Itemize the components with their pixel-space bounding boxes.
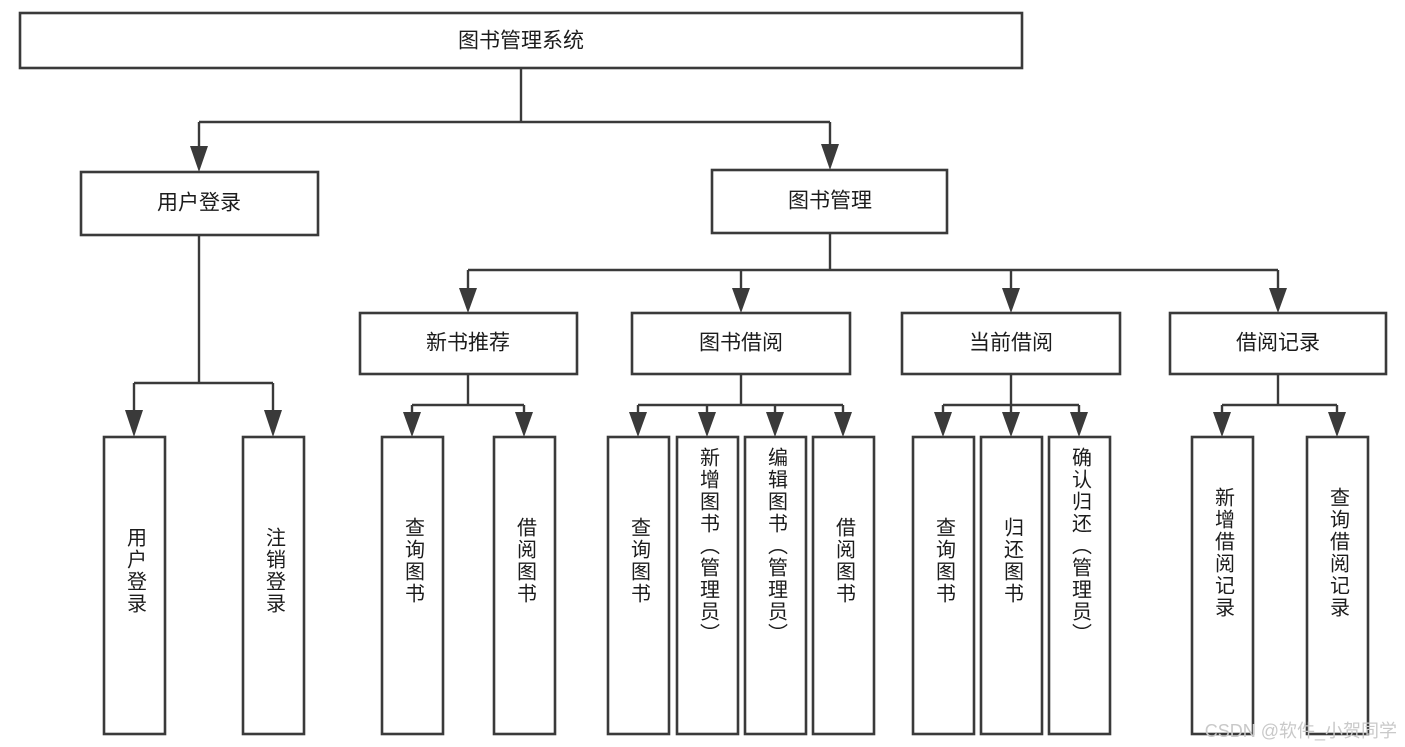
node-leaf-edit-book-label: 编辑图书（管理员）	[764, 447, 787, 645]
node-leaf-query-record-label: 查询借阅记录	[1326, 487, 1349, 619]
node-leaf-add-record-label: 新增借阅记录	[1211, 487, 1234, 619]
arrow-icon-current-borrow	[1002, 288, 1020, 313]
arrow-icon-leaf-user-login	[125, 410, 143, 437]
node-leaf-query-book-2-box[interactable]	[606, 435, 671, 736]
arrow-icon-leaf-query-book-3	[934, 412, 952, 437]
arrow-icon-new-book-rec	[459, 288, 477, 313]
connector-layer	[125, 68, 1346, 437]
node-current-borrow-box[interactable]	[900, 311, 1122, 376]
node-leaf-confirm-return-box[interactable]	[1047, 435, 1112, 736]
arrow-icon-leaf-query-record	[1328, 412, 1346, 437]
arrow-icon-leaf-query-book-1	[403, 412, 421, 437]
node-leaf-borrow-book-2-box[interactable]	[811, 435, 876, 736]
node-root-box[interactable]	[18, 11, 1024, 70]
node-leaf-edit-book-box[interactable]	[743, 435, 808, 736]
node-borrow-record-box[interactable]	[1168, 311, 1388, 376]
node-leaf-query-record-box[interactable]	[1305, 435, 1370, 736]
arrow-icon-leaf-borrow-book-2	[834, 412, 852, 437]
node-leaf-logout-box[interactable]	[241, 435, 306, 736]
node-user-login-label: 用户登录	[157, 192, 241, 215]
node-leaf-confirm-return-label: 确认归还（管理员）	[1068, 447, 1091, 645]
node-leaf-return-book-label: 归还图书	[1000, 517, 1023, 605]
node-leaf-query-book-1-label: 查询图书	[401, 517, 424, 605]
node-book-borrow-label: 图书借阅	[699, 332, 783, 355]
node-leaf-borrow-book-1-label: 借阅图书	[513, 517, 536, 605]
node-leaf-return-book-box[interactable]	[979, 435, 1044, 736]
node-book-borrow-box[interactable]	[630, 311, 852, 376]
arrow-icon-leaf-add-book	[698, 412, 716, 437]
arrow-icon-leaf-edit-book	[766, 412, 784, 437]
arrow-icon-book-borrow	[732, 288, 750, 313]
arrow-icon-user-login	[190, 146, 208, 172]
node-leaf-query-book-2-label: 查询图书	[627, 517, 650, 605]
arrow-icon-leaf-logout	[264, 410, 282, 437]
node-leaf-query-book-3-label: 查询图书	[932, 517, 955, 605]
node-leaf-query-book-1-box[interactable]	[380, 435, 445, 736]
node-leaf-add-record-box[interactable]	[1190, 435, 1255, 736]
node-leaf-logout-label: 注销登录	[262, 527, 285, 615]
node-leaf-query-book-3-box[interactable]	[911, 435, 976, 736]
node-leaf-borrow-book-1-box[interactable]	[492, 435, 557, 736]
arrow-icon-leaf-query-book-2	[629, 412, 647, 437]
node-leaf-borrow-book-2-label: 借阅图书	[832, 517, 855, 605]
csdn-watermark: CSDN @软件_小贺同学	[1204, 721, 1397, 741]
arrow-icon-book-manage	[821, 144, 839, 170]
node-root-label: 图书管理系统	[458, 30, 584, 53]
node-layer: 图书管理系统 用户登录 图书管理 新书推荐 图书借阅 当前借阅 借阅记录	[18, 11, 1388, 736]
node-book-manage-box[interactable]	[710, 168, 949, 235]
arrow-icon-leaf-add-record	[1213, 412, 1231, 437]
node-leaf-add-book-box[interactable]	[675, 435, 740, 736]
node-leaf-user-login-label: 用户登录	[123, 527, 146, 615]
node-book-manage-label: 图书管理	[788, 190, 872, 213]
node-borrow-record-label: 借阅记录	[1236, 332, 1320, 355]
arrow-icon-leaf-confirm-return	[1070, 412, 1088, 437]
arrow-icon-leaf-borrow-book-1	[515, 412, 533, 437]
node-leaf-user-login-box[interactable]	[102, 435, 167, 736]
arrow-icon-borrow-record	[1269, 288, 1287, 313]
node-leaf-add-book-label: 新增图书（管理员）	[696, 447, 719, 645]
node-current-borrow-label: 当前借阅	[969, 332, 1053, 355]
node-new-book-rec-box[interactable]	[358, 311, 579, 376]
arrow-icon-leaf-return-book	[1002, 412, 1020, 437]
node-user-login-box[interactable]	[79, 170, 320, 237]
node-new-book-rec-label: 新书推荐	[426, 332, 510, 355]
